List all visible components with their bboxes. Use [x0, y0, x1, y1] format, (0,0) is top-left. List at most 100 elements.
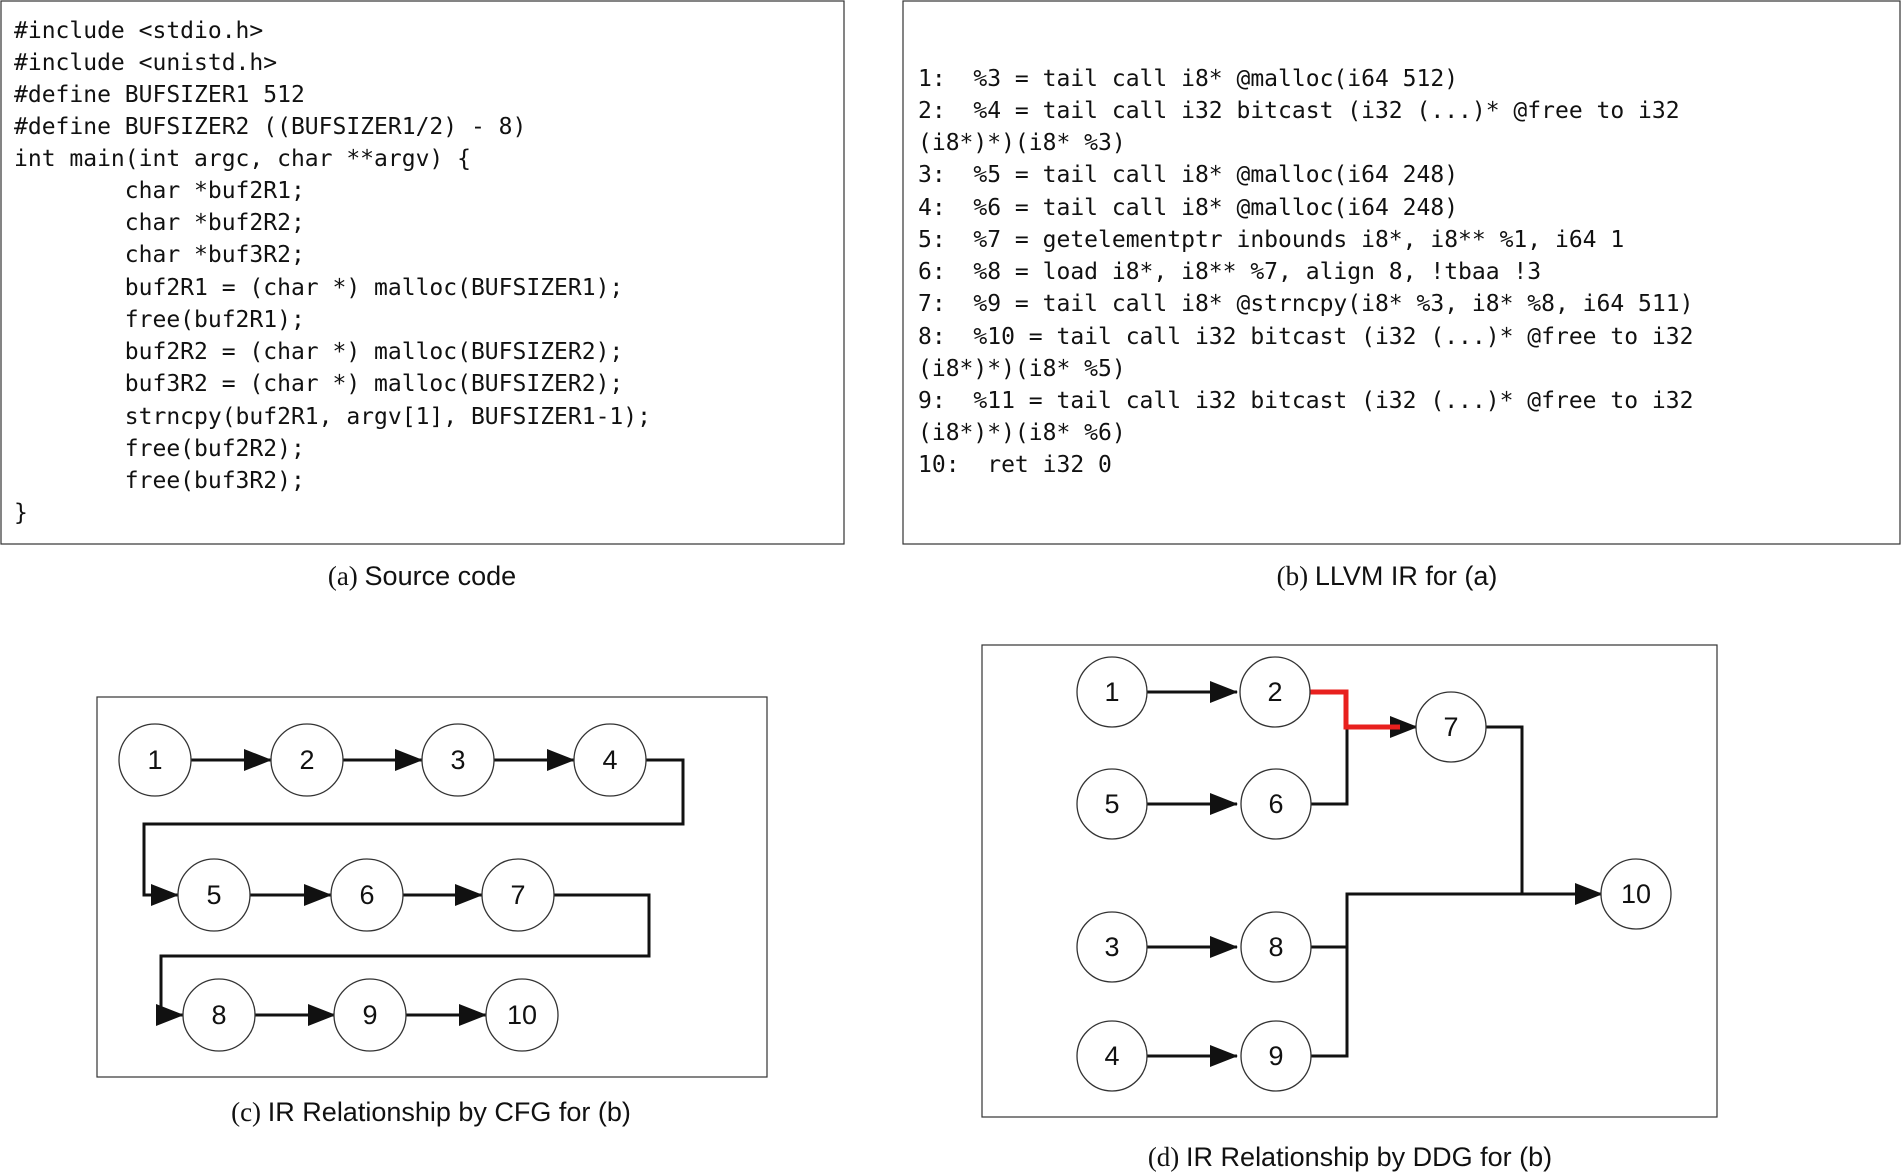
panel-a-source-code: #include <stdio.h> #include <unistd.h> #… — [0, 0, 845, 591]
panel-d-ddg: 1 2 5 6 7 3 8 — [981, 644, 1718, 1172]
cfg-node-7: 7 — [481, 858, 555, 932]
ddg-node-8: 8 — [1240, 911, 1312, 983]
llvm-ir-lines: 1: %3 = tail call i8* @malloc(i64 512) 2… — [918, 66, 1693, 478]
panel-c-cfg: 1 2 3 4 5 6 7 — [96, 696, 768, 1127]
source-code-lines: #include <stdio.h> #include <unistd.h> #… — [14, 18, 651, 526]
caption-prefix: (d) — [1148, 1142, 1179, 1172]
code-line: free(buf3R2); — [14, 468, 305, 494]
ddg-node-1: 1 — [1076, 656, 1148, 728]
panel-b-llvm-ir: 1: %3 = tail call i8* @malloc(i64 512) 2… — [902, 0, 1901, 591]
panel-a-caption: (a) Source code — [328, 561, 516, 591]
code-line: char *buf2R2; — [14, 210, 305, 236]
node-label: 6 — [359, 880, 374, 910]
ddg-node-6: 6 — [1240, 768, 1312, 840]
caption-text: IR Relationship by DDG for (b) — [1186, 1142, 1552, 1172]
panel-a-frame — [0, 0, 845, 545]
ir-line: 5: %7 = getelementptr inbounds i8*, i8**… — [918, 227, 1624, 253]
code-line: free(buf2R2); — [14, 436, 305, 462]
ir-line: 1: %3 = tail call i8* @malloc(i64 512) — [918, 66, 1458, 92]
code-line: char *buf3R2; — [14, 242, 305, 268]
node-label: 5 — [206, 880, 221, 910]
ir-line: (i8*)*)(i8* %5) — [918, 356, 1126, 382]
node-label: 7 — [1443, 712, 1458, 742]
cfg-node-5: 5 — [177, 858, 251, 932]
node-label: 3 — [1104, 932, 1119, 962]
cfg-node-8: 8 — [182, 978, 256, 1052]
ddg-edge-8-10 — [1311, 892, 1522, 949]
node-label: 1 — [1104, 677, 1119, 707]
ddg-node-7: 7 — [1415, 691, 1487, 763]
node-label: 2 — [1267, 677, 1282, 707]
ddg-edges — [1147, 681, 1603, 1067]
node-label: 4 — [602, 745, 617, 775]
code-line: buf2R1 = (char *) malloc(BUFSIZER1); — [14, 275, 623, 301]
ddg-node-4: 4 — [1076, 1020, 1148, 1092]
cfg-edge-7-8 — [156, 893, 651, 1026]
ir-line: (i8*)*)(i8* %6) — [918, 420, 1126, 446]
code-line: strncpy(buf2R1, argv[1], BUFSIZER1-1); — [14, 404, 651, 430]
panel-b-caption: (b) LLVM IR for (a) — [1277, 561, 1498, 591]
code-line: int main(int argc, char **argv) { — [14, 146, 471, 172]
ir-line: 8: %10 = tail call i32 bitcast (i32 (...… — [918, 324, 1693, 350]
caption-prefix: (b) — [1277, 561, 1308, 591]
caption-text: LLVM IR for (a) — [1315, 561, 1498, 591]
code-line: #define BUFSIZER2 ((BUFSIZER1/2) - 8) — [14, 114, 526, 140]
panel-c-caption: (c) IR Relationship by CFG for (b) — [231, 1097, 631, 1127]
ir-line: 10: ret i32 0 — [918, 452, 1112, 478]
node-label: 9 — [1268, 1041, 1283, 1071]
node-label: 4 — [1104, 1041, 1119, 1071]
ddg-edge-2-7-highlighted — [1310, 689, 1400, 730]
panel-b-frame — [902, 0, 1901, 545]
caption-text: IR Relationship by CFG for (b) — [268, 1097, 631, 1127]
cfg-node-6: 6 — [330, 858, 404, 932]
code-line: buf3R2 = (char *) malloc(BUFSIZER2); — [14, 371, 623, 397]
cfg-node-9: 9 — [333, 978, 407, 1052]
node-label: 8 — [211, 1000, 226, 1030]
ddg-nodes: 1 2 5 6 7 3 8 — [1076, 656, 1672, 1092]
ir-line: 2: %4 = tail call i32 bitcast (i32 (...)… — [918, 98, 1680, 124]
code-line: free(buf2R1); — [14, 307, 305, 333]
cfg-node-3: 3 — [421, 723, 495, 797]
cfg-node-1: 1 — [118, 723, 192, 797]
code-line: #include <unistd.h> — [14, 50, 277, 76]
cfg-edges — [142, 749, 685, 1026]
ir-line: 6: %8 = load i8*, i8** %7, align 8, !tba… — [918, 259, 1541, 285]
cfg-node-4: 4 — [573, 723, 647, 797]
cfg-edge-4-5 — [142, 758, 685, 906]
ddg-node-3: 3 — [1076, 911, 1148, 983]
code-line: #define BUFSIZER1 512 — [14, 82, 305, 108]
ddg-node-2: 2 — [1239, 656, 1311, 728]
caption-prefix: (a) — [328, 561, 358, 591]
ir-line: 9: %11 = tail call i32 bitcast (i32 (...… — [918, 388, 1693, 414]
panel-d-caption: (d) IR Relationship by DDG for (b) — [1148, 1142, 1552, 1172]
node-label: 3 — [450, 745, 465, 775]
code-line: buf2R2 = (char *) malloc(BUFSIZER2); — [14, 339, 623, 365]
ddg-node-5: 5 — [1076, 768, 1148, 840]
ir-line: 7: %9 = tail call i8* @strncpy(i8* %3, i… — [918, 291, 1693, 317]
node-label: 5 — [1104, 789, 1119, 819]
node-label: 7 — [510, 880, 525, 910]
ddg-node-9: 9 — [1240, 1020, 1312, 1092]
ir-line: (i8*)*)(i8* %3) — [918, 130, 1126, 156]
caption-text: Source code — [365, 561, 517, 591]
code-line: char *buf2R1; — [14, 178, 305, 204]
cfg-node-10: 10 — [485, 978, 559, 1052]
node-label: 8 — [1268, 932, 1283, 962]
node-label: 9 — [362, 1000, 377, 1030]
ddg-edge-9-10 — [1311, 947, 1349, 1058]
node-label: 10 — [1621, 879, 1651, 909]
node-label: 2 — [299, 745, 314, 775]
ir-line: 4: %6 = tail call i8* @malloc(i64 248) — [918, 195, 1458, 221]
cfg-nodes: 1 2 3 4 5 6 7 — [118, 723, 647, 1052]
node-label: 10 — [507, 1000, 537, 1030]
ddg-node-10: 10 — [1600, 858, 1672, 930]
code-line: #include <stdio.h> — [14, 18, 263, 44]
cfg-node-2: 2 — [270, 723, 344, 797]
code-line: } — [14, 500, 28, 526]
ir-line: 3: %5 = tail call i8* @malloc(i64 248) — [918, 162, 1458, 188]
ddg-edge-7-10 — [1486, 725, 1603, 905]
caption-prefix: (c) — [231, 1097, 261, 1127]
node-label: 6 — [1268, 789, 1283, 819]
node-label: 1 — [147, 745, 162, 775]
